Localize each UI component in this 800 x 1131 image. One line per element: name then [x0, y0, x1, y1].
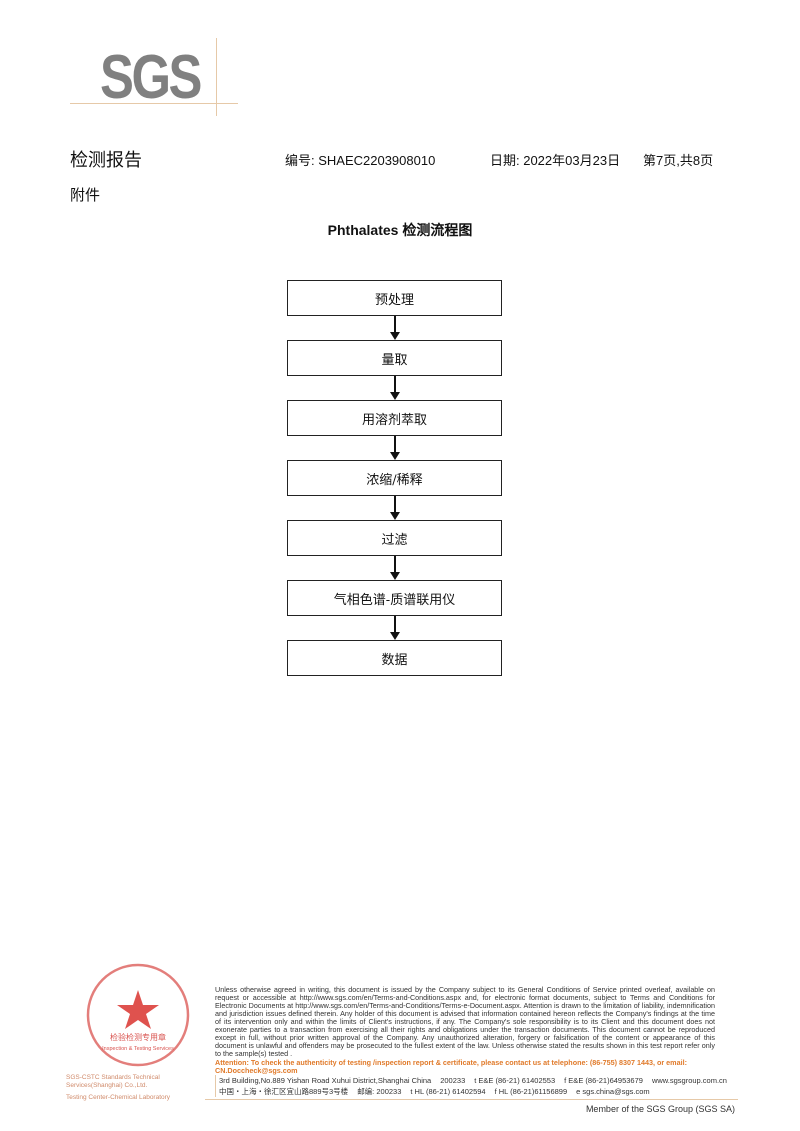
flow-arrow [390, 376, 400, 400]
flow-arrow [390, 556, 400, 580]
fax-hl: f HL (86-21)61156899 [494, 1087, 568, 1096]
svg-text:Inspection & Testing Services: Inspection & Testing Services [102, 1046, 174, 1052]
member-text: Member of the SGS Group (SGS SA) [585, 1104, 735, 1114]
report-title: 检测报告 [70, 150, 142, 171]
flow-step: 用溶剂萃取 [287, 400, 502, 436]
page-number: 第7页,共8页 [643, 153, 714, 168]
flow-step: 数据 [287, 640, 502, 676]
flow-step: 量取 [287, 340, 502, 376]
website: www.sgsgroup.com.cn [651, 1076, 727, 1085]
flow-step: 过滤 [287, 520, 502, 556]
section-label: 附件 [70, 187, 101, 204]
company-name: SGS-CSTC Standards Technical Services(Sh… [66, 1074, 160, 1089]
flow-arrow [390, 436, 400, 460]
flowchart-title: Phthalates 检测流程图 [327, 222, 473, 238]
logo-rule-h [70, 103, 238, 104]
flow-arrow [390, 496, 400, 520]
zip-en: 200233 [440, 1076, 466, 1085]
flow-arrow [390, 616, 400, 640]
sgs-logo: SGS [100, 43, 202, 112]
address-row-cn: 中国・上海・徐汇区宜山路889号3号楼 邮编: 200233 t HL (86-… [215, 1086, 715, 1097]
flow-arrow [390, 316, 400, 340]
address-en: 3rd Building,No.889 Yishan Road Xuhui Di… [219, 1076, 432, 1085]
flow-step: 浓缩/稀释 [287, 460, 502, 496]
address-cn: 中国・上海・徐汇区宜山路889号3号楼 [219, 1087, 349, 1096]
attention-notice: Attention: To check the authenticity of … [215, 1058, 687, 1075]
logo-rule-v [216, 38, 217, 116]
report-number: 编号: SHAEC2203908010 [285, 153, 436, 168]
fax-ee: f E&E (86-21)64953679 [564, 1076, 643, 1085]
address-row-en: 3rd Building,No.889 Yishan Road Xuhui Di… [215, 1075, 727, 1086]
report-date: 日期: 2022年03月23日 [490, 153, 621, 168]
footer-rule-h [205, 1099, 738, 1100]
flow-step: 气相色谱-质谱联用仪 [287, 580, 502, 616]
email: e sgs.china@sgs.com [576, 1087, 650, 1096]
flow-step: 预处理 [287, 280, 502, 316]
company-stamp: 检验检测专用章 Inspection & Testing Services [86, 963, 190, 1067]
zip-cn: 邮编: 200233 [357, 1087, 402, 1096]
tel-ee: t E&E (86-21) 61402553 [474, 1076, 556, 1085]
tel-hl: t HL (86-21) 61402594 [410, 1087, 486, 1096]
svg-text:检验检测专用章: 检验检测专用章 [110, 1032, 166, 1042]
legal-notice: Unless otherwise agreed in writing, this… [215, 985, 715, 1058]
footer-block: Unless otherwise agreed in writing, this… [205, 985, 738, 1114]
lab-name: Testing Center-Chemical Laboratory [66, 1094, 171, 1101]
